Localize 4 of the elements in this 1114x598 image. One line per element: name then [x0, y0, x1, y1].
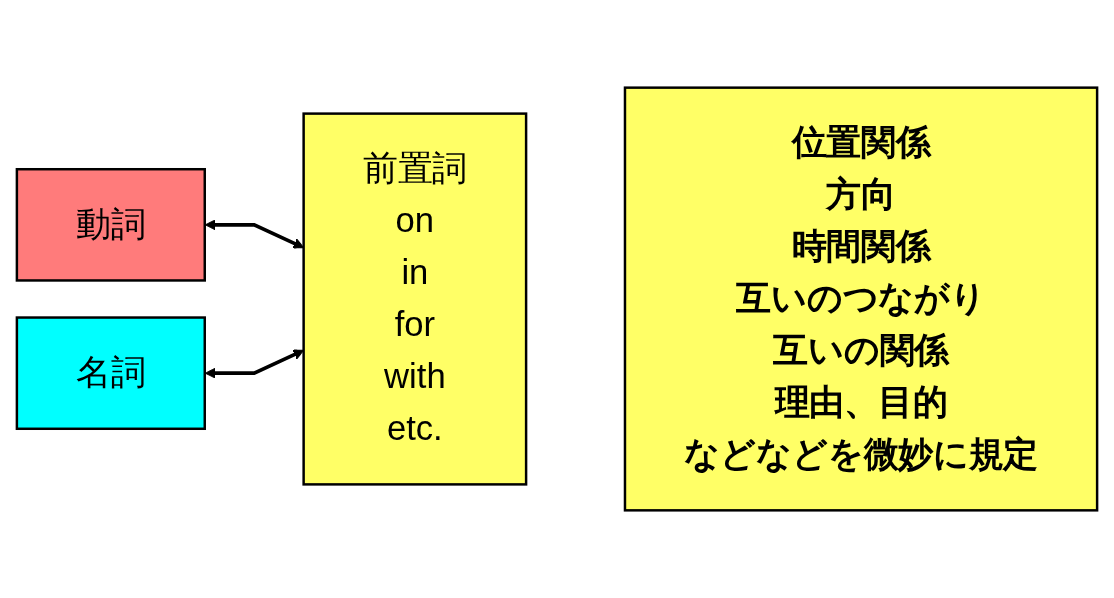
- node-box: 動詞: [15, 168, 206, 282]
- node-box: 名詞: [15, 316, 206, 430]
- node-box: 前置詞 on in for with etc.: [302, 112, 528, 486]
- node-box: 位置関係 方向 時間関係 互いのつながり 互いの関係 理由、目的 などなどを微妙に規定: [623, 86, 1099, 512]
